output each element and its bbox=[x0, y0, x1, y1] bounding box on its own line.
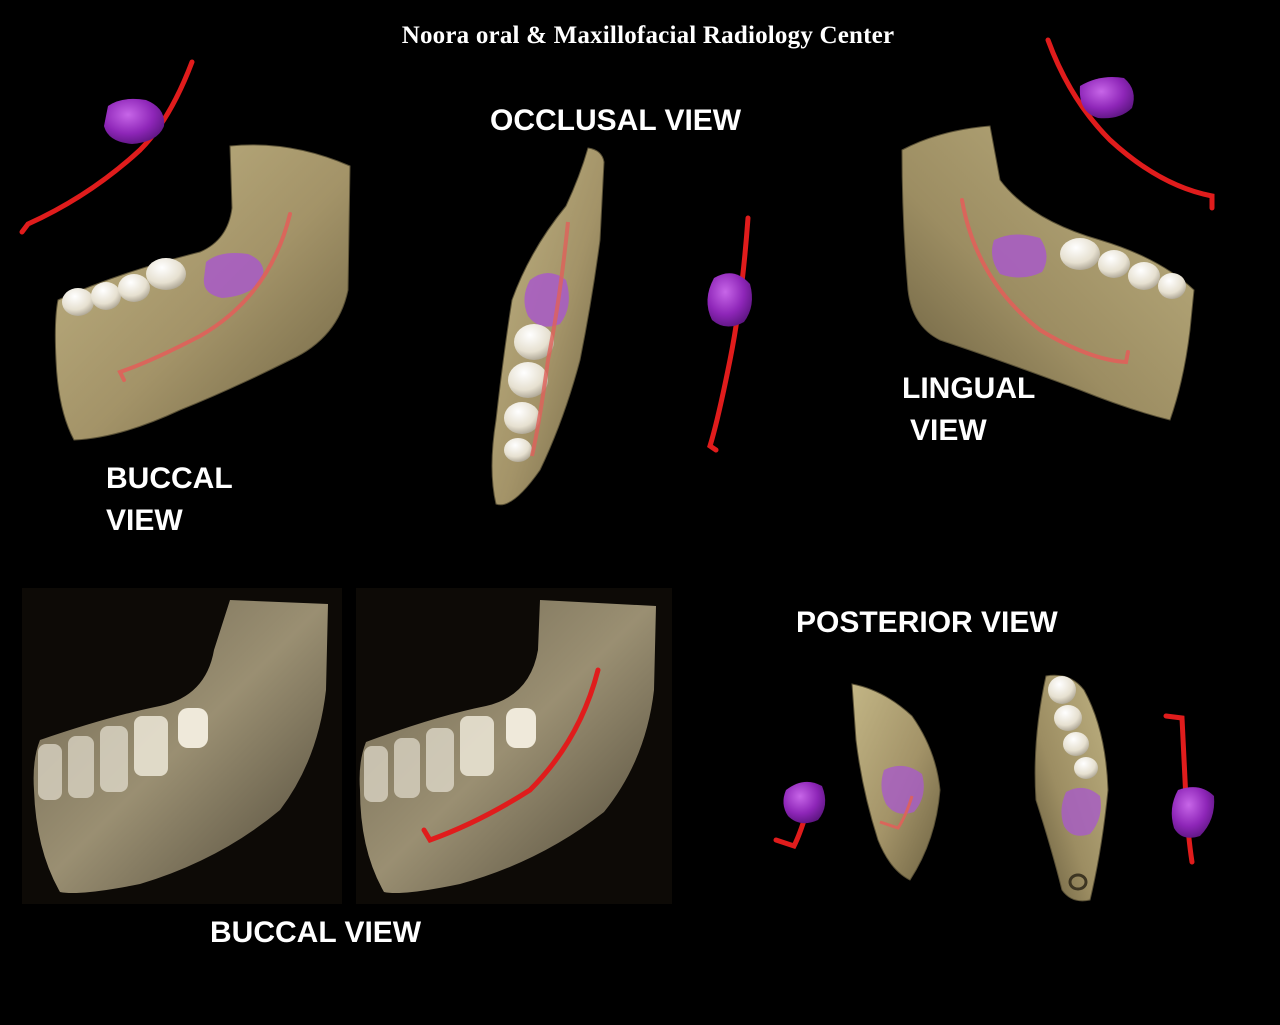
page-title: Noora oral & Maxillofacial Radiology Cen… bbox=[401, 22, 895, 49]
lingual-3d-view bbox=[901, 37, 1215, 421]
teeth-buccal-3d bbox=[62, 258, 186, 316]
lesion-posterior-a bbox=[881, 765, 924, 814]
buccal-3d-view bbox=[19, 59, 351, 441]
mental-foramen bbox=[1068, 873, 1088, 891]
teeth-ct-left bbox=[38, 708, 208, 800]
posterior-view bbox=[773, 674, 1215, 902]
nerve-canal-ct-right bbox=[421, 667, 601, 844]
teeth-lingual-3d bbox=[1060, 238, 1186, 299]
label-buccal-top-line2: VIEW bbox=[106, 504, 183, 537]
nerve-canal-lingual-3d bbox=[960, 198, 1130, 365]
nerve-canal-posterior-a bbox=[879, 795, 914, 830]
lesion-lingual-3d bbox=[992, 234, 1047, 278]
lesion-posterior-left bbox=[783, 781, 826, 824]
label-occlusal-view: OCCLUSAL VIEW bbox=[490, 104, 742, 137]
lesion-isolated-left bbox=[104, 98, 165, 144]
label-lingual-line2: VIEW bbox=[910, 414, 987, 447]
nerve-canal-isolated-right bbox=[1045, 37, 1215, 211]
lesion-buccal-3d bbox=[203, 253, 264, 298]
teeth-occlusal bbox=[504, 324, 554, 462]
mandible-posterior-b bbox=[1034, 674, 1109, 902]
teeth-ct-right bbox=[364, 708, 536, 802]
lesion-isolated-right bbox=[1079, 77, 1134, 119]
lesion-posterior-b bbox=[1061, 787, 1101, 836]
mandible-lingual-3d bbox=[901, 125, 1195, 421]
lesion-posterior-right bbox=[1171, 787, 1215, 838]
mandible-ct-right bbox=[359, 600, 656, 893]
occlusal-view bbox=[491, 147, 752, 506]
label-lingual-line1: LINGUAL bbox=[902, 372, 1036, 405]
label-buccal-view-top: BUCCAL VIEW bbox=[106, 458, 233, 542]
label-buccal-view-bottom: BUCCAL VIEW bbox=[210, 916, 422, 949]
nerve-canal-isolated-left bbox=[19, 59, 195, 235]
nerve-canal-buccal-3d bbox=[117, 212, 292, 382]
buccal-ct-panels bbox=[22, 588, 672, 904]
lesion-isolated-center bbox=[707, 273, 752, 327]
mandible-ct-left bbox=[33, 600, 328, 893]
label-lingual-view: LINGUAL VIEW bbox=[902, 368, 1035, 452]
label-posterior-view: POSTERIOR VIEW bbox=[796, 606, 1058, 639]
teeth-posterior bbox=[1048, 676, 1098, 779]
mandible-buccal-3d bbox=[54, 144, 351, 441]
nerve-canal-isolated-center bbox=[707, 215, 751, 453]
nerve-canal-occlusal bbox=[530, 221, 570, 457]
label-buccal-top-line1: BUCCAL bbox=[106, 462, 233, 495]
